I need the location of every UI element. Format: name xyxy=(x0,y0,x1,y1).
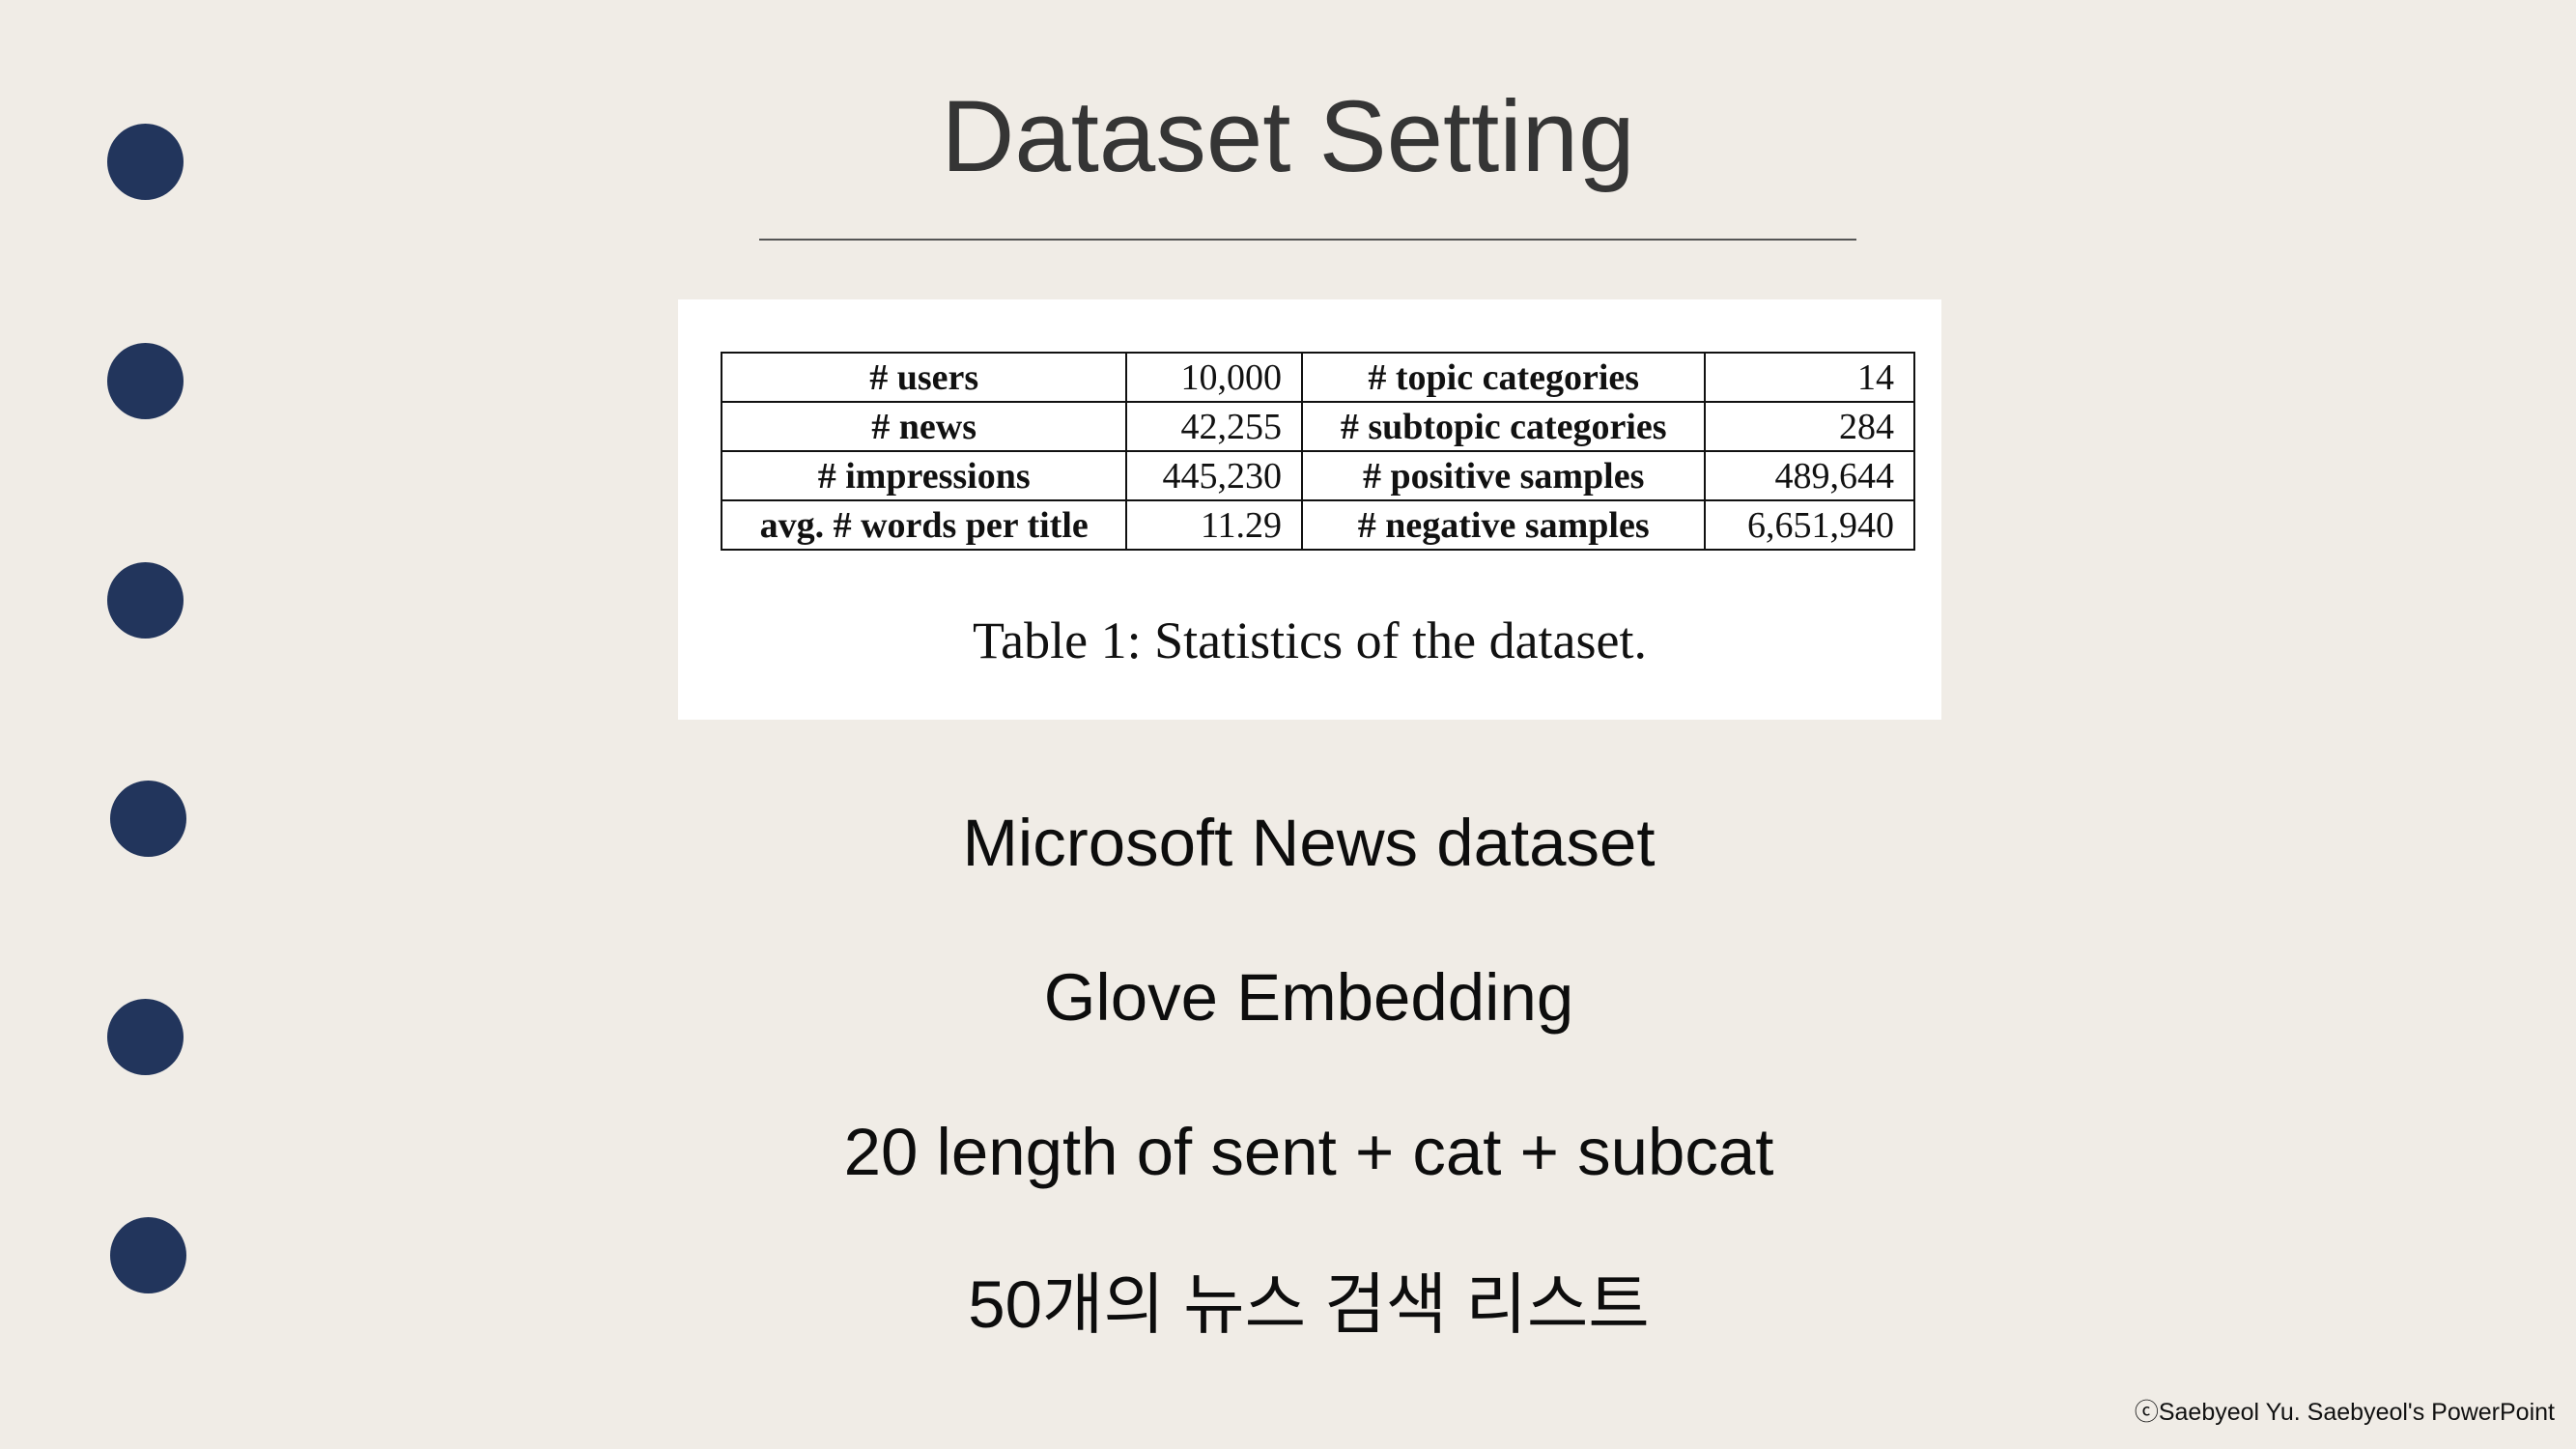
table-cell-label: avg. # words per title xyxy=(720,499,1128,551)
table-cell-label: # positive samples xyxy=(1301,450,1707,501)
copyright-credit: ⓒSaebyeol Yu. Saebyeol's PowerPoint xyxy=(2134,1399,2555,1426)
table-cell-value: 11.29 xyxy=(1125,499,1304,551)
table-cell-label: # subtopic categories xyxy=(1301,401,1707,452)
bullet-dataset: Microsoft News dataset xyxy=(962,806,1656,880)
table-cell-label: # users xyxy=(720,352,1128,403)
dataset-table-figure: # users 10,000 # topic categories 14 # n… xyxy=(678,299,1941,720)
bullet-input-length: 20 length of sent + cat + subcat xyxy=(843,1115,1774,1189)
bullet-news-list: 50개의 뉴스 검색 리스트 xyxy=(968,1267,1650,1342)
table-cell-label: # negative samples xyxy=(1301,499,1707,551)
dataset-statistics-table: # users 10,000 # topic categories 14 # n… xyxy=(720,352,1915,551)
table-row: # users 10,000 # topic categories 14 xyxy=(720,352,1915,403)
table-cell-label: # news xyxy=(720,401,1128,452)
binder-dot-1 xyxy=(107,124,184,200)
binder-dot-6 xyxy=(110,1217,186,1293)
table-row: avg. # words per title 11.29 # negative … xyxy=(720,499,1915,551)
table-cell-value: 10,000 xyxy=(1125,352,1304,403)
table-cell-value: 14 xyxy=(1704,352,1915,403)
slide-title: Dataset Setting xyxy=(941,80,1635,193)
table-cell-value: 489,644 xyxy=(1704,450,1915,501)
binder-dot-5 xyxy=(107,999,184,1075)
bullet-embedding: Glove Embedding xyxy=(1043,960,1574,1035)
binder-dot-3 xyxy=(107,562,184,639)
table-cell-label: # impressions xyxy=(720,450,1128,501)
binder-dot-4 xyxy=(110,781,186,857)
table-cell-value: 445,230 xyxy=(1125,450,1304,501)
table-cell-value: 6,651,940 xyxy=(1704,499,1915,551)
table-cell-label: # topic categories xyxy=(1301,352,1707,403)
table-cell-value: 284 xyxy=(1704,401,1915,452)
binder-dot-2 xyxy=(107,343,184,419)
table-caption: Table 1: Statistics of the dataset. xyxy=(972,611,1648,669)
table-row: # news 42,255 # subtopic categories 284 xyxy=(720,401,1915,452)
title-divider xyxy=(759,239,1856,241)
table-cell-value: 42,255 xyxy=(1125,401,1304,452)
table-row: # impressions 445,230 # positive samples… xyxy=(720,450,1915,501)
